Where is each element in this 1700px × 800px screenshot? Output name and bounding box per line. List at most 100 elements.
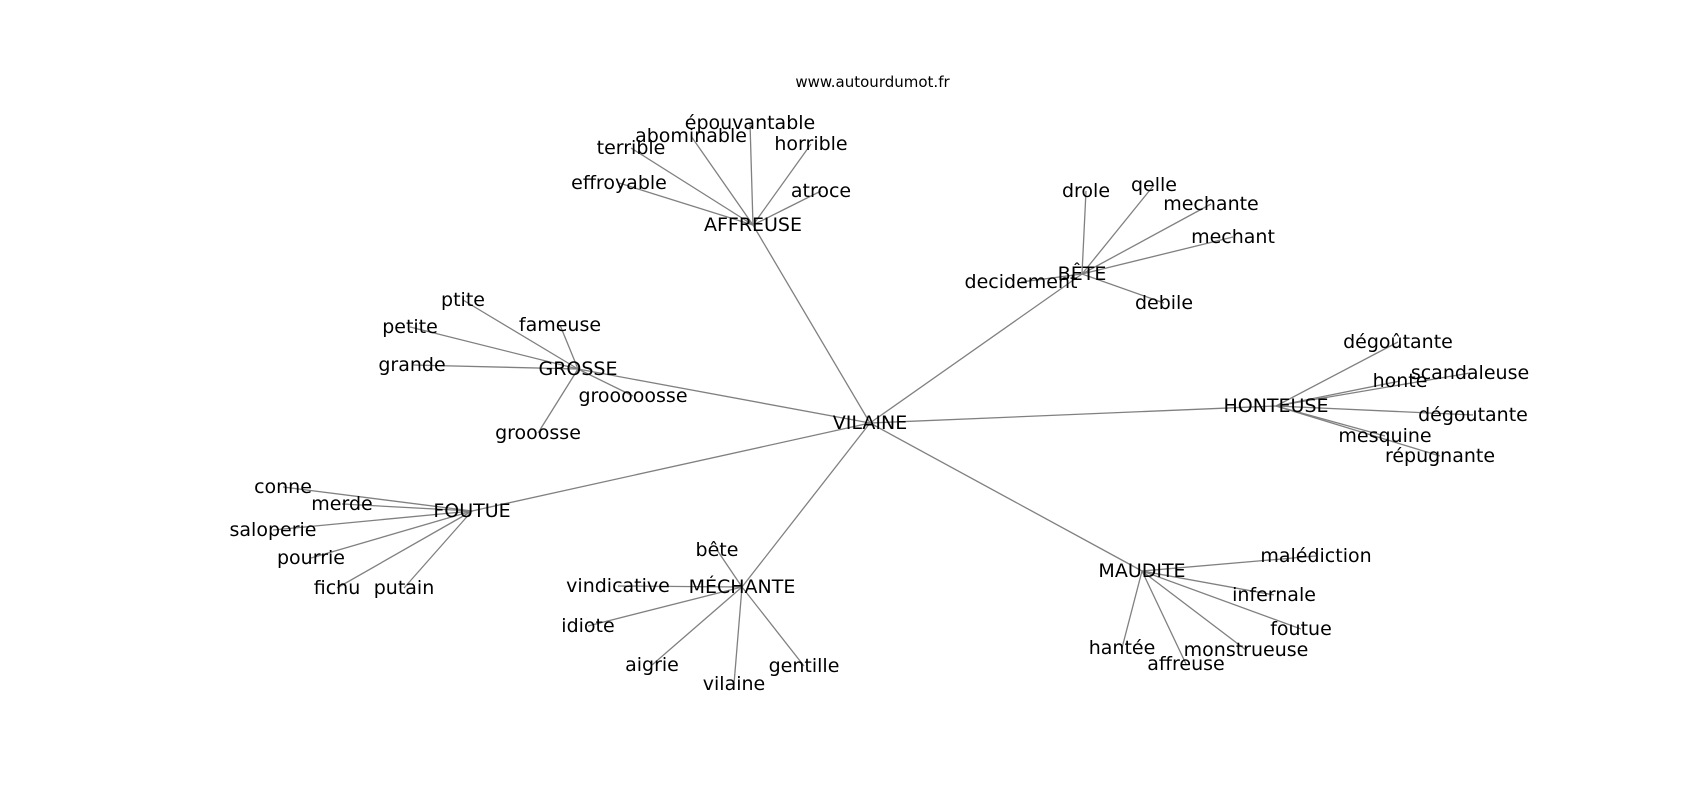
leaf-node-label: vindicative bbox=[566, 575, 670, 597]
leaf-node-label: affreuse bbox=[1147, 653, 1224, 675]
edge-root-to-hub bbox=[741, 422, 871, 588]
leaf-node-label: idiote bbox=[561, 615, 614, 637]
edge-hub-to-leaf bbox=[1081, 273, 1165, 304]
edge-root-to-hub bbox=[869, 273, 1083, 424]
edge-hub-to-leaf bbox=[1275, 341, 1399, 407]
leaf-node-label: debile bbox=[1135, 292, 1193, 314]
leaf-node-label: mechant bbox=[1191, 226, 1275, 248]
leaf-node-label: grooooosse bbox=[578, 385, 687, 407]
hub-node-label: MÉCHANTE bbox=[689, 575, 796, 598]
edge-hub-to-leaf bbox=[741, 586, 805, 667]
leaf-node-label: grande bbox=[378, 354, 445, 376]
leaf-node-label: pourrie bbox=[277, 547, 345, 569]
edge-hub-to-leaf bbox=[1121, 570, 1143, 649]
edge-hub-to-leaf bbox=[272, 510, 473, 531]
leaf-node-label: putain bbox=[374, 577, 435, 599]
leaf-node-label: atroce bbox=[791, 180, 851, 202]
edge-hub-to-leaf bbox=[690, 135, 754, 226]
edge-hub-to-leaf bbox=[587, 586, 743, 627]
edge-hub-to-leaf bbox=[1275, 380, 1401, 407]
edge-hub-to-leaf bbox=[409, 326, 579, 370]
leaf-node-label: saloperie bbox=[230, 519, 317, 541]
edge-hub-to-leaf bbox=[1081, 190, 1087, 275]
edge-hub-to-leaf bbox=[1141, 570, 1187, 665]
edge-hub-to-leaf bbox=[716, 549, 743, 588]
leaf-node-label: grooosse bbox=[495, 422, 581, 444]
leaf-node-label: conne bbox=[254, 476, 312, 498]
leaf-node-label: foutue bbox=[1270, 618, 1332, 640]
leaf-node-label: qelle bbox=[1131, 174, 1177, 196]
edge-hub-to-leaf bbox=[1081, 203, 1212, 275]
edge-hub-to-leaf bbox=[752, 143, 812, 226]
edge-hub-to-leaf bbox=[1141, 570, 1302, 630]
edge-root-to-hub bbox=[471, 422, 871, 512]
edge-root-to-hub bbox=[577, 368, 871, 424]
leaf-node-label: abominable bbox=[635, 125, 747, 147]
leaf-node-label: petite bbox=[382, 316, 438, 338]
leaf-node-label: mechante bbox=[1163, 193, 1259, 215]
edge-hub-to-leaf bbox=[462, 299, 579, 370]
edge-hub-to-leaf bbox=[282, 486, 473, 512]
leaf-node-label: dégoûtante bbox=[1343, 331, 1453, 353]
edge-hub-to-leaf bbox=[559, 324, 579, 370]
leaf-node-label: dégoutante bbox=[1418, 404, 1528, 426]
edge-hub-to-leaf bbox=[618, 182, 754, 226]
edge-hub-to-leaf bbox=[1141, 555, 1317, 572]
edge-hub-to-leaf bbox=[752, 190, 822, 226]
leaf-node-label: épouvantable bbox=[685, 112, 815, 134]
edge-hub-to-leaf bbox=[411, 364, 579, 370]
hub-node-label: GROSSE bbox=[538, 358, 617, 380]
hub-node-label: BÊTE bbox=[1058, 262, 1107, 285]
leaf-node-label: scandaleuse bbox=[1411, 362, 1529, 384]
leaf-node-label: decidement bbox=[965, 271, 1078, 293]
leaf-node-label: fichu bbox=[314, 577, 361, 599]
leaf-node-label: aigrie bbox=[625, 654, 679, 676]
leaf-node-label: gentille bbox=[769, 655, 840, 677]
leaf-node-label: hantée bbox=[1089, 637, 1156, 659]
edge-hub-to-leaf bbox=[733, 586, 743, 685]
edge-hub-to-leaf bbox=[749, 122, 754, 226]
hub-node-label: FOUTUE bbox=[433, 500, 510, 522]
leaf-node-label: terrible bbox=[597, 137, 666, 159]
leaf-node-label: horrible bbox=[774, 133, 847, 155]
edge-root-to-hub bbox=[869, 405, 1277, 424]
edge-hub-to-leaf bbox=[1275, 405, 1474, 416]
root-node-label: VILAINE bbox=[833, 412, 907, 434]
edge-hub-to-leaf bbox=[310, 510, 473, 559]
edge-hub-to-leaf bbox=[577, 368, 634, 397]
edge-hub-to-leaf bbox=[537, 368, 579, 434]
edge-hub-to-leaf bbox=[1020, 273, 1083, 283]
leaf-node-label: mesquine bbox=[1338, 425, 1431, 447]
edge-root-to-hub bbox=[869, 422, 1143, 572]
leaf-node-label: honte bbox=[1373, 370, 1428, 392]
edge-hub-to-leaf bbox=[1141, 570, 1247, 651]
leaf-node-label: répugnante bbox=[1385, 445, 1495, 467]
leaf-node-label: ptite bbox=[441, 289, 485, 311]
leaf-node-label: vilaine bbox=[703, 673, 765, 695]
edge-hub-to-leaf bbox=[1275, 372, 1471, 407]
hub-node-label: MAUDITE bbox=[1098, 560, 1185, 582]
leaf-node-label: monstrueuse bbox=[1184, 639, 1309, 661]
leaf-node-label: effroyable bbox=[571, 172, 667, 194]
leaf-node-label: fameuse bbox=[519, 314, 601, 336]
leaf-node-label: drole bbox=[1062, 180, 1110, 202]
edge-hub-to-leaf bbox=[617, 585, 743, 588]
edge-root-to-hub bbox=[752, 224, 871, 424]
leaf-node-label: bête bbox=[696, 539, 739, 561]
labels-layer: VILAINE AFFREUSE épouvantableabominableter… bbox=[230, 112, 1530, 695]
hub-node-label: AFFREUSE bbox=[704, 214, 802, 236]
edge-hub-to-leaf bbox=[1275, 405, 1441, 457]
site-url: www.autourdumot.fr bbox=[795, 73, 950, 91]
edge-hub-to-leaf bbox=[651, 586, 743, 666]
edge-hub-to-leaf bbox=[403, 510, 473, 589]
leaf-node-label: infernale bbox=[1232, 584, 1316, 606]
edge-hub-to-leaf bbox=[1081, 236, 1234, 275]
edge-hub-to-leaf bbox=[630, 147, 754, 226]
leaf-node-label: malédiction bbox=[1260, 545, 1371, 567]
leaf-node-label: merde bbox=[311, 493, 372, 515]
edge-hub-to-leaf bbox=[1081, 184, 1155, 275]
hub-node-label: HONTEUSE bbox=[1223, 395, 1328, 417]
edge-hub-to-leaf bbox=[336, 510, 473, 589]
edge-hub-to-leaf bbox=[1141, 570, 1275, 596]
